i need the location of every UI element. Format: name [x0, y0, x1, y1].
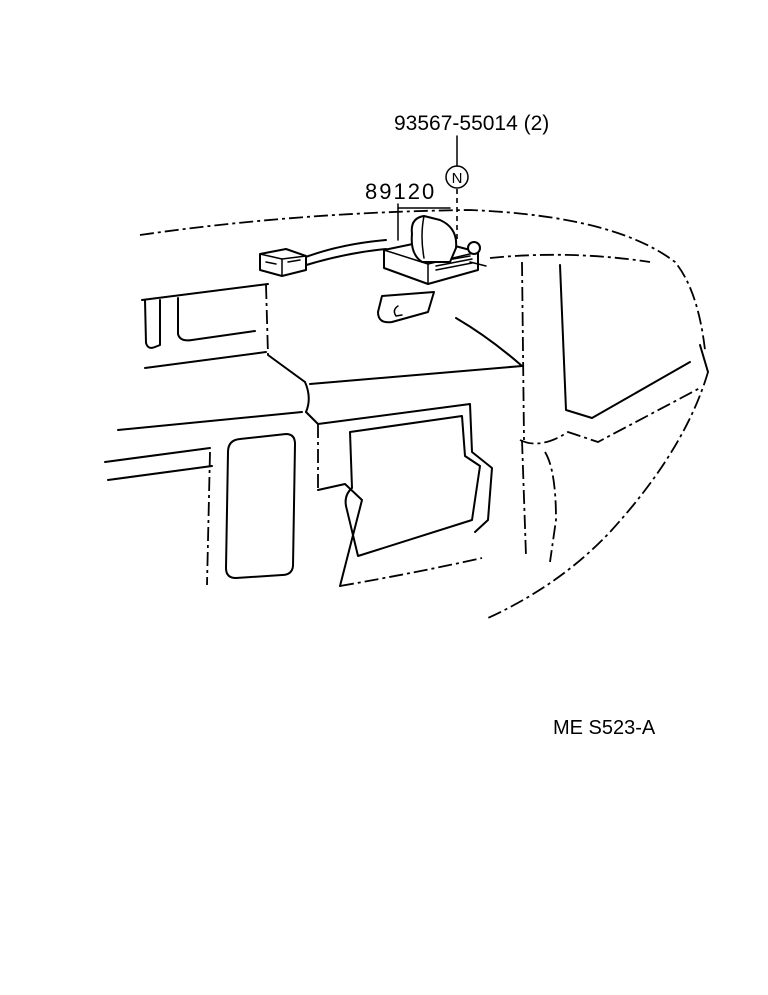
dashboard-ledge: [104, 317, 523, 481]
part-number-switch: 89120: [365, 179, 436, 204]
dashboard-left-upper: [141, 283, 310, 413]
electrical-connector: [259, 248, 307, 277]
wire-harness: [302, 239, 387, 267]
dashboard-left-lower-panel: [206, 433, 296, 586]
clip-symbol: N: [445, 165, 469, 189]
dashboard-outline: [139, 209, 709, 619]
leader-lines: [397, 135, 458, 242]
switch-assembly: [377, 215, 487, 324]
clip-symbol-circle: [445, 165, 469, 189]
clip-symbol-letter: N: [452, 170, 463, 187]
dashboard-right-structure: [519, 261, 701, 563]
dashboard-center-panel: [317, 403, 493, 587]
diagram-code: ME S523-A: [553, 717, 656, 739]
part-number-clip: 93567-55014 (2): [394, 112, 549, 135]
